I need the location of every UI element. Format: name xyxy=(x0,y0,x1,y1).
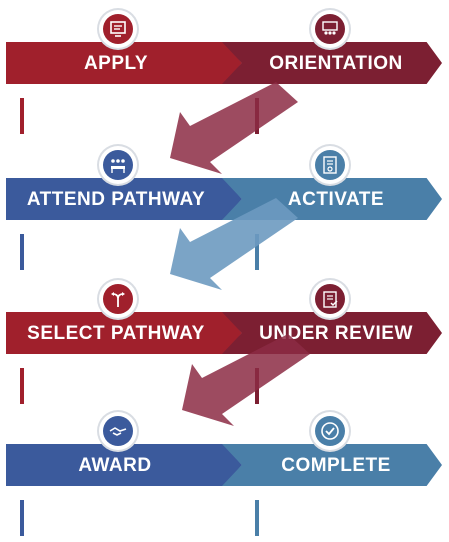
step-band-under-review xyxy=(222,312,442,354)
step-label-apply: APPLY xyxy=(83,53,149,74)
step-label-under-review: UNDER REVIEW xyxy=(259,323,413,344)
step-row-1: APPLY ORIENTATION AT xyxy=(0,10,449,140)
step-label-attend-pathway: ATTEND PATHWAY xyxy=(26,189,206,210)
step-band-attend-pathway xyxy=(6,178,242,220)
step-connector xyxy=(20,98,24,134)
route-signpost-icon xyxy=(99,280,137,318)
step-band-award xyxy=(6,444,242,486)
down-left-arrow xyxy=(170,198,298,290)
calendar-group-icon xyxy=(311,10,349,48)
step-row-4: AWARD COMPLETE xyxy=(0,412,449,542)
step-connector xyxy=(255,234,259,270)
certificate-document-icon xyxy=(311,146,349,184)
step-row-3: SELECT PATHWAY UNDER REVIEW SC xyxy=(0,280,449,410)
step-band-select-pathway xyxy=(6,312,242,354)
application-form-icon xyxy=(99,10,137,48)
checklist-clipboard-icon xyxy=(311,280,349,318)
step-label-select-pathway: SELECT PATHWAY xyxy=(27,323,205,344)
handshake-icon xyxy=(99,412,137,450)
step-label-orientation: ORIENTATION xyxy=(269,53,403,74)
step-band-orientation xyxy=(222,42,442,84)
classroom-icon xyxy=(99,146,137,184)
step-label-complete: COMPLETE xyxy=(281,455,391,476)
step-connector xyxy=(20,500,24,536)
down-left-arrow xyxy=(182,334,310,426)
checkmark-circle-icon xyxy=(311,412,349,450)
step-connector xyxy=(20,368,24,404)
step-connector xyxy=(255,500,259,536)
step-label-activate: ACTIVATE xyxy=(287,189,385,210)
step-label-award: AWARD xyxy=(78,455,152,476)
down-left-arrow xyxy=(170,82,298,174)
step-connector xyxy=(20,234,24,270)
step-band-complete xyxy=(222,444,442,486)
step-band-apply xyxy=(6,42,242,84)
